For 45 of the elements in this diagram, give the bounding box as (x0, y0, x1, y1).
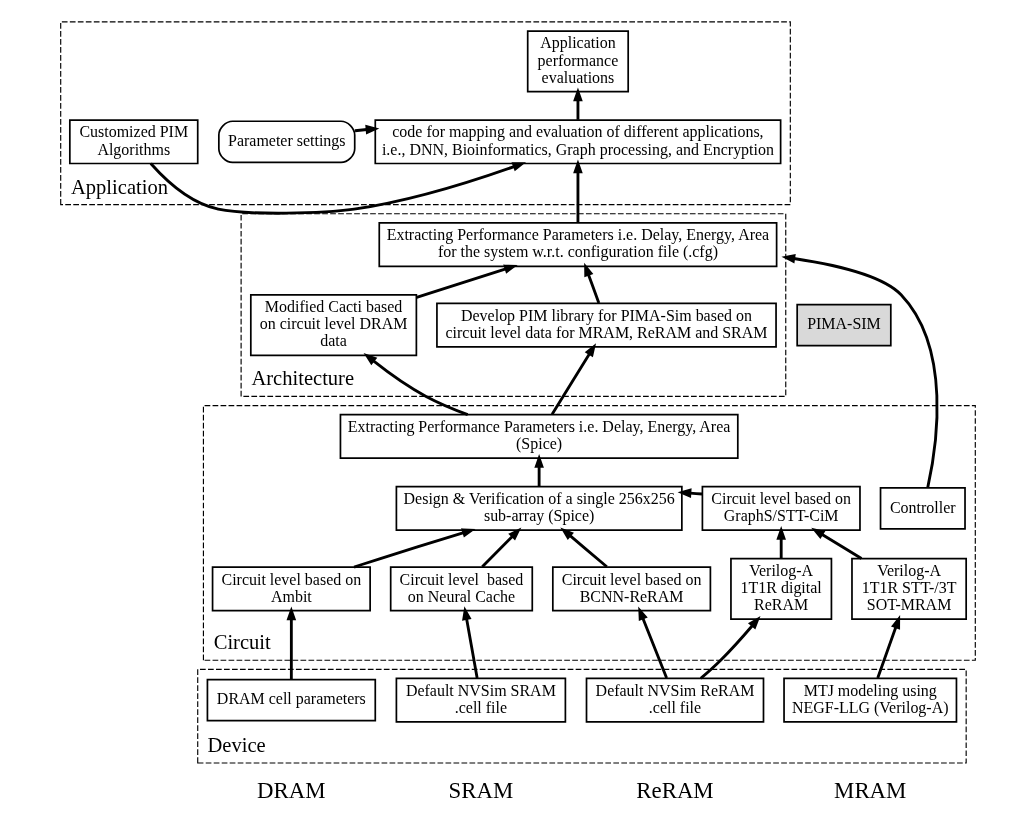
arrow (573, 87, 583, 120)
arrow (481, 527, 522, 568)
arrow (811, 527, 863, 560)
node-box: Application performance evaluations (526, 30, 630, 93)
node-box: Customized PIM Algorithms (69, 119, 199, 165)
node-box: Verilog-A 1T1R STT-/3T SOT-MRAM (851, 557, 967, 620)
node-box: Default NVSim ReRAM .cell file (585, 677, 765, 723)
arrow (699, 615, 761, 680)
arrow (560, 527, 608, 568)
arrow (534, 454, 544, 487)
label: ReRAM (636, 778, 714, 804)
node-box: Circuit level based on GraphS/STT-CiM (701, 485, 861, 531)
node-box: Default NVSim SRAM .cell file (395, 677, 567, 723)
arrow (462, 606, 479, 679)
node-box: Controller (879, 486, 966, 530)
label: MRAM (834, 778, 907, 804)
arrow (416, 264, 518, 299)
node-box: Circuit level based on Ambit (211, 566, 371, 612)
arrow (149, 162, 526, 215)
arrow (550, 343, 597, 415)
node-box: Extracting Performance Parameters i.e. Delay, Energy, Area (Spice) (339, 413, 739, 459)
arrow (584, 262, 601, 304)
arrow (677, 488, 703, 498)
arrow (353, 528, 476, 569)
node-box: PIMA-SIM (796, 303, 892, 347)
node-box: Design & Verification of a single 256x256 sub-array (Spice) (395, 485, 683, 531)
label: SRAM (448, 778, 514, 804)
node-box: Modified Cacti based on circuit level DRAM data (249, 293, 418, 357)
node-box: Circuit level based on Neural Cache (389, 566, 534, 612)
node-box: Extracting Performance Parameters i.e. Delay, Energy, Area for the system w.r.t. configuration file (.cfg) (378, 222, 778, 268)
arrow (638, 606, 668, 679)
node-box: Parameter settings (218, 120, 356, 164)
arrow (776, 526, 786, 559)
node-box: MTJ modeling using NEGF-LLG (Verilog-A) (783, 677, 958, 723)
arrow (354, 124, 380, 135)
node-box: code for mapping and evaluation of different applications, i.e., DNN, Bioinformatics, Graph processing, and Encryption (374, 119, 782, 165)
arrow (781, 253, 939, 488)
node-box: DRAM cell parameters (206, 678, 377, 722)
node-box: Verilog-A 1T1R digital ReRAM (730, 557, 833, 620)
node-box: Develop PIM library for PIMA-Sim based on circuit level data for MRAM, ReRAM and SRAM (436, 302, 777, 348)
arrow (573, 159, 583, 223)
arrow (286, 606, 297, 680)
node-box: Circuit level based on BCNN-ReRAM (551, 566, 712, 612)
arrow (876, 615, 901, 679)
label: DRAM (257, 778, 326, 804)
